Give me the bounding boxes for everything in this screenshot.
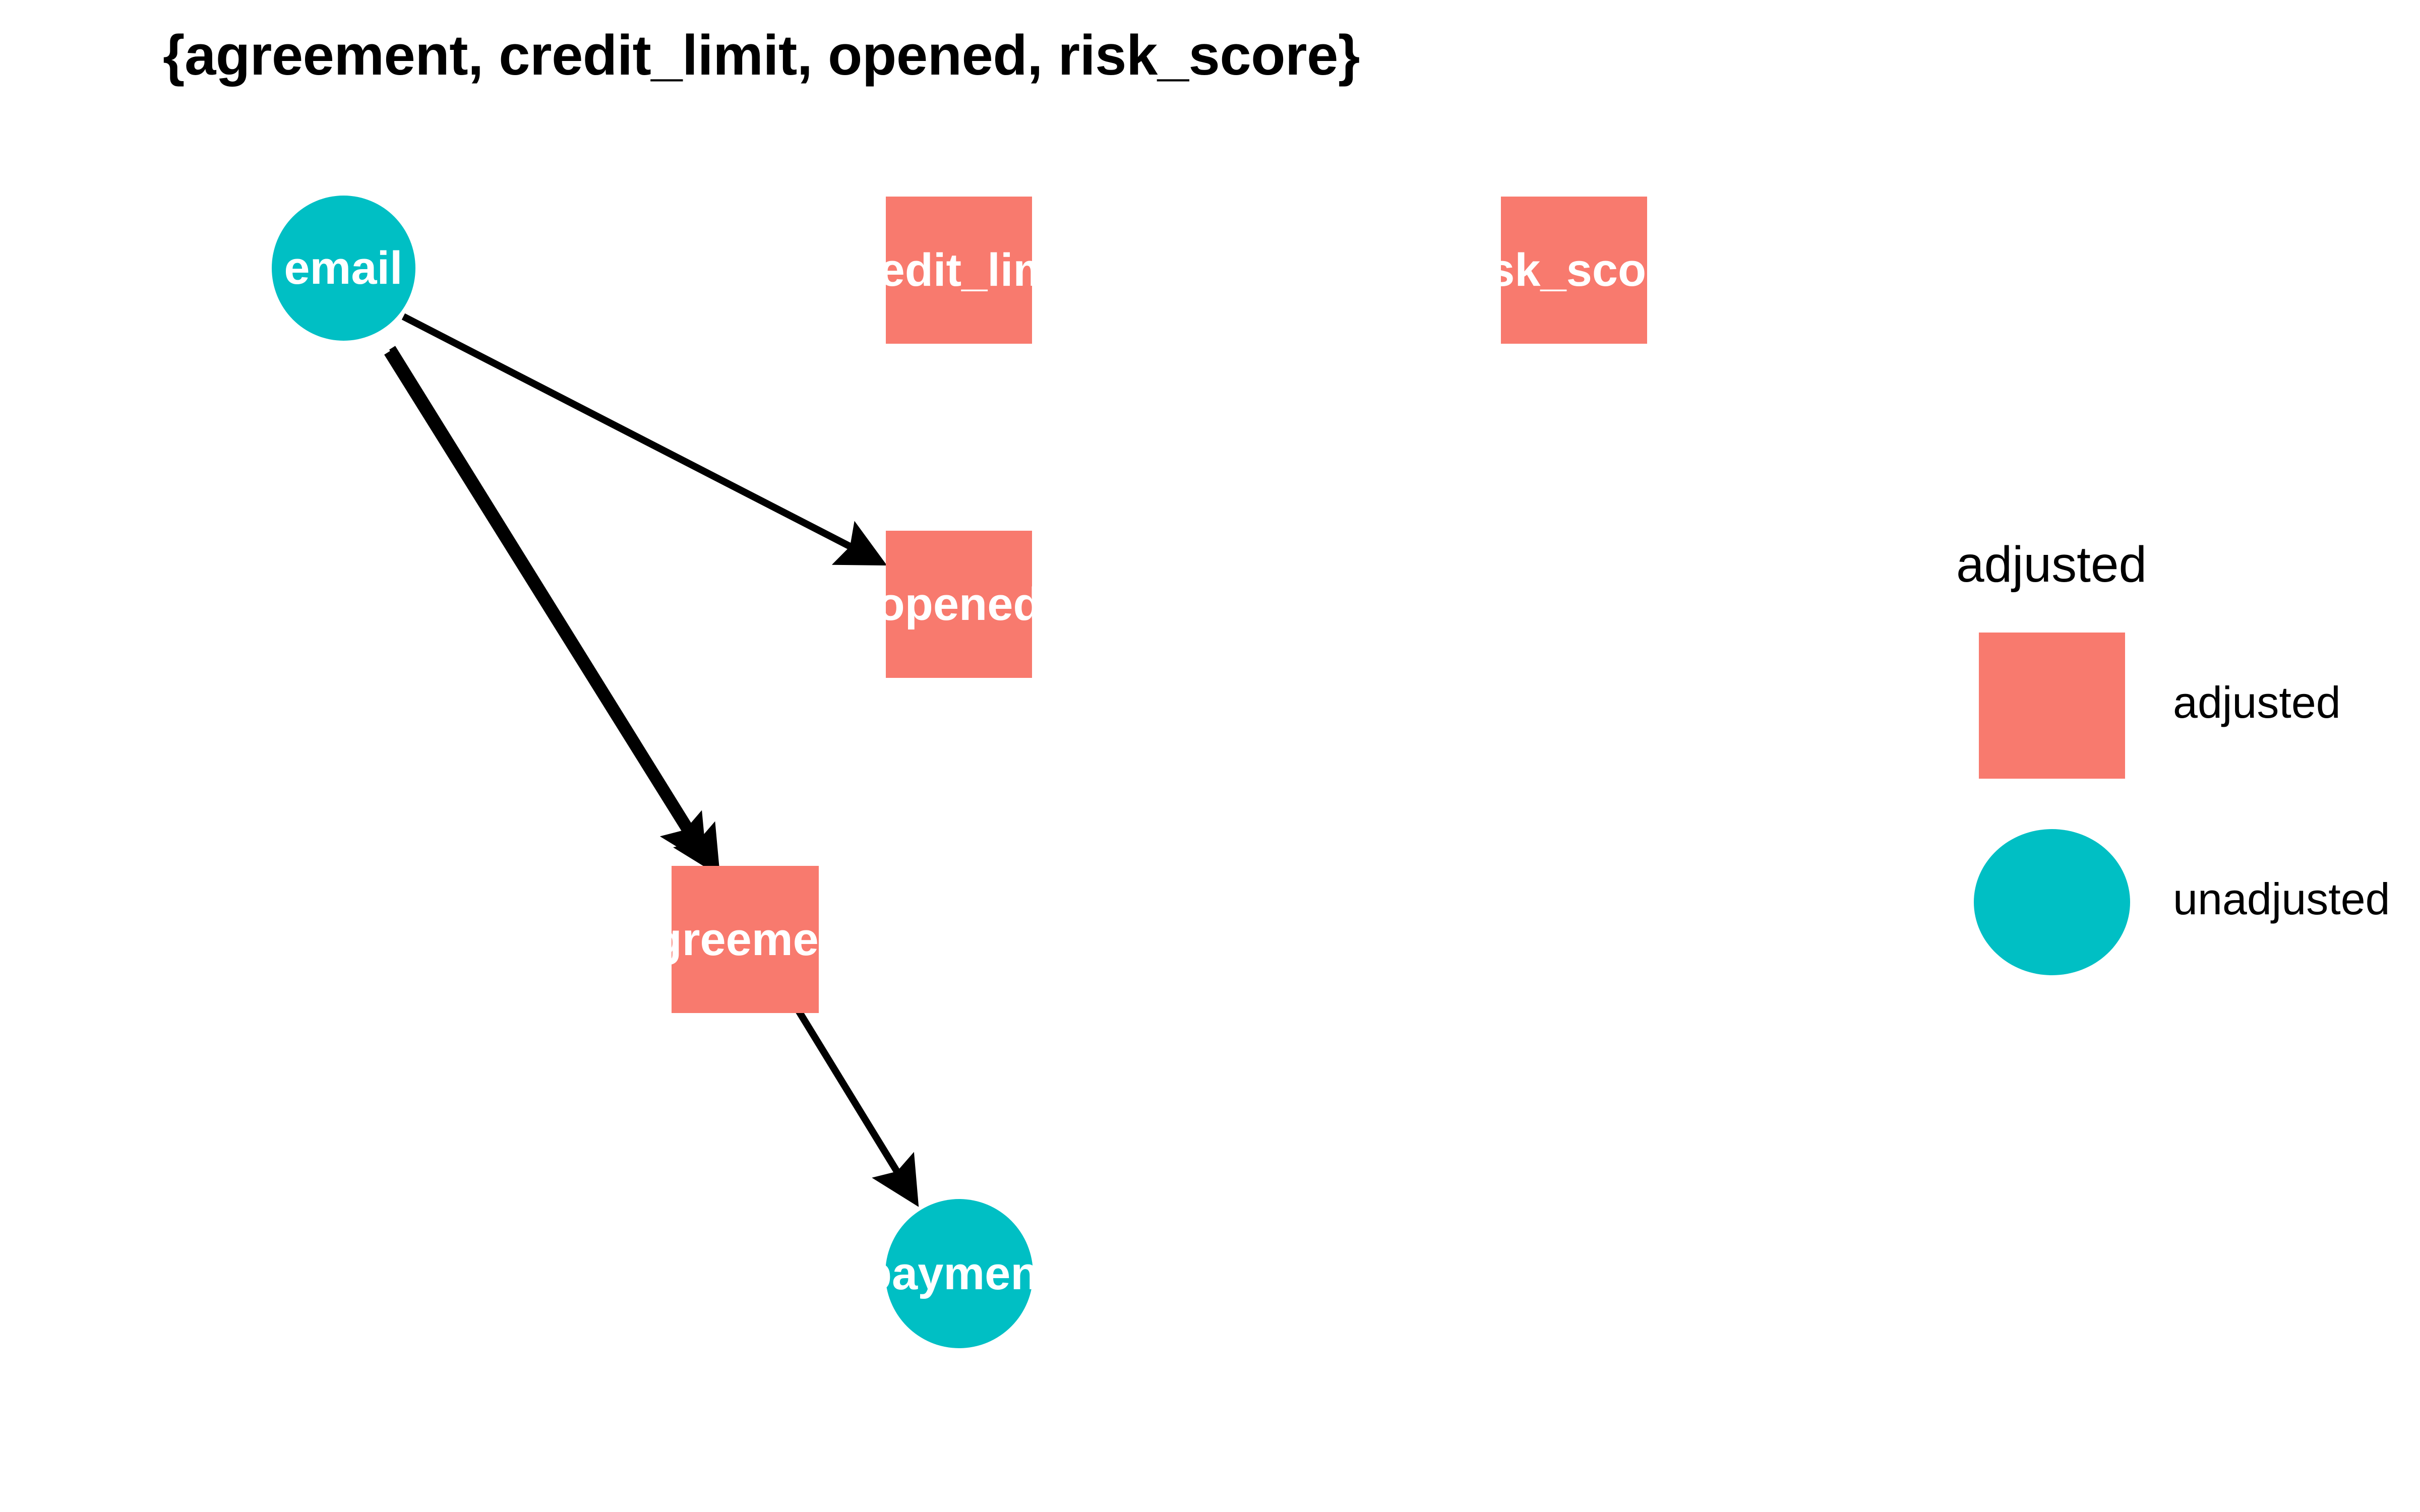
graph-node-label: opened bbox=[876, 579, 1042, 630]
graph-node-opened[interactable]: opened bbox=[876, 531, 1042, 678]
graph-edge bbox=[389, 346, 720, 876]
graph-node-label: payment bbox=[863, 1248, 1055, 1299]
graph-edge bbox=[401, 313, 887, 565]
graph-node-label: email bbox=[284, 242, 403, 294]
legend-swatch-circle-icon bbox=[1974, 829, 2130, 975]
graph-node-email[interactable]: email bbox=[271, 196, 415, 341]
legend-title: adjusted bbox=[1956, 536, 2147, 593]
graph-edge bbox=[384, 351, 707, 865]
legend-entry-label: unadjusted bbox=[2173, 874, 2390, 924]
graph-node-label: agreement bbox=[628, 914, 863, 965]
legend-entry-unadjusted[interactable]: unadjusted bbox=[1956, 829, 2410, 980]
graph-edge bbox=[795, 1008, 919, 1207]
graph-node-label: credit_limit bbox=[835, 244, 1083, 296]
legend-swatch-square-icon bbox=[1979, 633, 2125, 779]
legend-entry-adjusted[interactable]: adjusted bbox=[1956, 633, 2410, 784]
graph-node-credit_limit[interactable]: credit_limit bbox=[835, 197, 1082, 344]
legend: adjusted adjusted unadjusted bbox=[1956, 539, 2410, 1003]
graph-node-risk_score[interactable]: risk_score bbox=[1458, 197, 1690, 344]
legend-entry-label: adjusted bbox=[2173, 677, 2341, 727]
graph-node-payment[interactable]: payment bbox=[864, 1199, 1054, 1348]
graph-node-agreement[interactable]: agreement bbox=[628, 866, 863, 1013]
graph-node-label: risk_score bbox=[1458, 244, 1690, 296]
page-title: {agreement, credit_limit, opened, risk_s… bbox=[162, 24, 1360, 87]
